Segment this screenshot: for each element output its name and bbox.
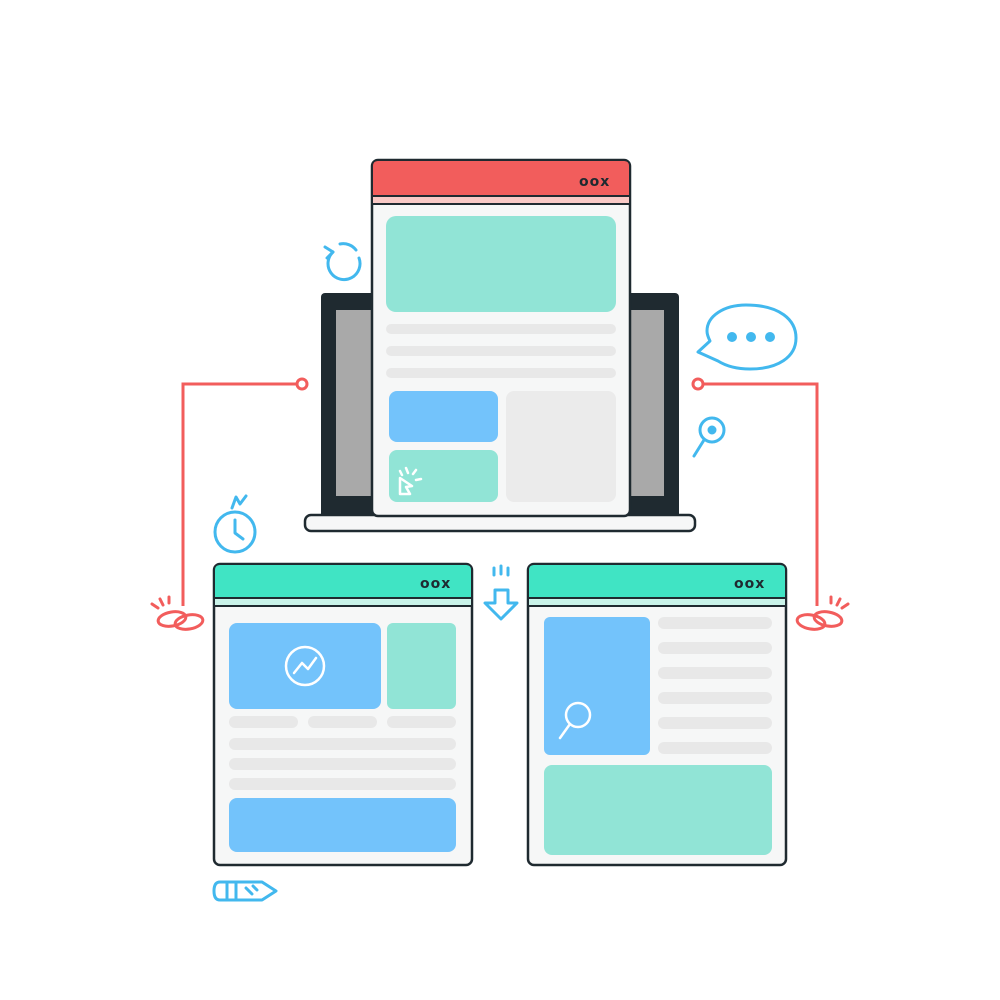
cursor-click-icon (398, 466, 423, 496)
footer-banner (544, 765, 772, 855)
window-header (373, 161, 629, 196)
connector-right (691, 377, 819, 606)
speech-bubble-icon (696, 303, 798, 371)
text-line (658, 667, 772, 679)
link-icon (795, 595, 850, 631)
refresh-icon (323, 242, 362, 282)
text-line (386, 368, 616, 378)
hero-block (386, 216, 616, 312)
laptop-screen-right (626, 310, 664, 496)
text-line (229, 738, 456, 750)
text-line (658, 717, 772, 729)
stopwatch-icon (213, 494, 257, 554)
text-line (658, 642, 772, 654)
text-line (387, 716, 456, 728)
right-browser-window: oox (526, 562, 788, 867)
window-controls[interactable]: oox (734, 576, 765, 592)
footer-banner (229, 798, 456, 852)
laptop-base (303, 513, 697, 533)
content-card (389, 391, 498, 442)
search-icon (692, 416, 726, 458)
text-line (386, 324, 616, 334)
image-placeholder (506, 391, 616, 502)
pencil-icon (212, 880, 278, 902)
main-browser-window: oox (370, 158, 632, 518)
image-block (544, 617, 650, 755)
down-arrow-icon (483, 564, 519, 621)
text-line (229, 778, 456, 790)
window-header (529, 565, 785, 598)
text-line (658, 617, 772, 629)
magnifier-icon (558, 701, 592, 740)
text-line (386, 346, 616, 356)
analytics-icon (284, 645, 326, 687)
text-line (658, 692, 772, 704)
window-controls[interactable]: oox (420, 576, 451, 592)
button-block[interactable] (389, 450, 498, 502)
text-line (229, 758, 456, 770)
window-header (215, 565, 471, 598)
link-icon (150, 595, 205, 631)
text-line (308, 716, 377, 728)
connector-left (181, 377, 309, 606)
text-line (658, 742, 772, 754)
window-controls[interactable]: oox (579, 174, 610, 190)
left-browser-window: oox (212, 562, 474, 867)
side-block (387, 623, 456, 709)
text-line (229, 716, 298, 728)
laptop-screen-left (336, 310, 374, 496)
